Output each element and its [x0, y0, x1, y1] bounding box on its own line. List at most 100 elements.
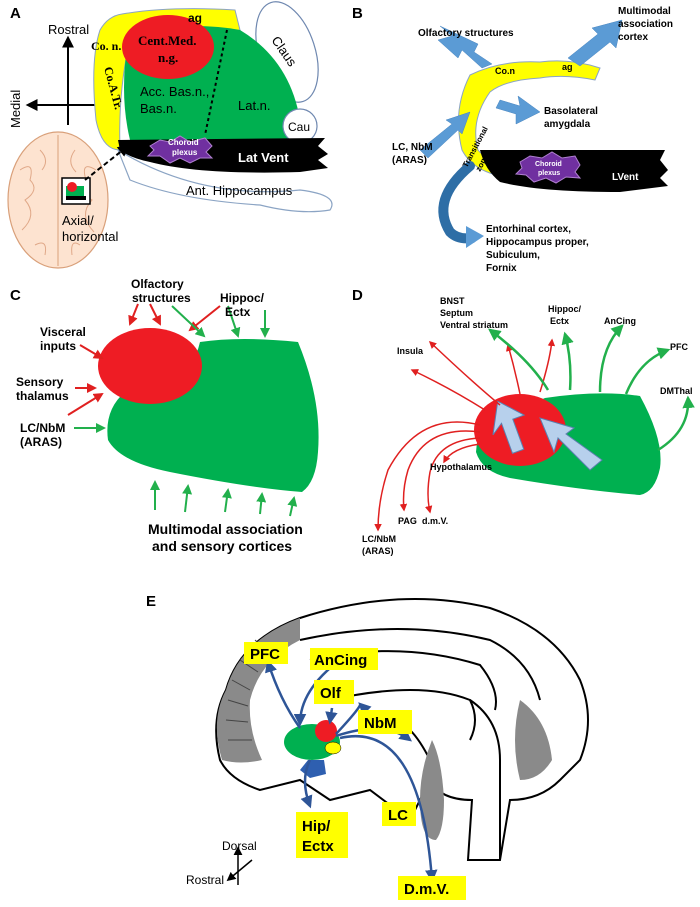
multimodal-label-3: cortex — [618, 32, 648, 43]
hippoc-c-2: Ectx — [225, 305, 251, 319]
pfc-e-label: PFC — [250, 646, 280, 663]
lat-n-label: Lat.n. — [238, 98, 271, 113]
lvent-label: LVent — [612, 172, 639, 183]
axial-label-1: Axial/ — [62, 213, 94, 228]
panel-label-b: B — [352, 5, 363, 22]
dorsal-label: Dorsal — [222, 839, 257, 853]
hip-e-label-1: Hip/ — [302, 818, 331, 835]
cerebellum-shading — [515, 700, 552, 780]
hippoc-d-1: Hippoc/ — [548, 304, 581, 314]
sensory-c-1: Sensory — [16, 375, 64, 389]
acc-bas-label-1: Acc. Bas.n., — [140, 84, 209, 99]
arrow-olf-to-cm — [128, 303, 139, 326]
hippoc-c-1: Hippoc/ — [220, 291, 265, 305]
pfc-d-label: PFC — [670, 342, 689, 352]
bnst-label: BNST — [440, 296, 465, 306]
rostral-label: Rostral — [48, 22, 89, 37]
acc-bas-label-2: Bas.n. — [140, 101, 177, 116]
multimodal-c-2: and sensory cortices — [152, 538, 292, 554]
cortical-nuclei — [93, 8, 241, 151]
arrow-bl-to-hippoc — [561, 331, 574, 391]
olfactory-label: Olfactory structures — [418, 28, 514, 39]
panel-b: B Olfactory structures Multimodal associ… — [352, 5, 673, 274]
choroid-label-1: Choroid — [168, 138, 199, 147]
arrow-to-hippoc — [539, 338, 556, 393]
panel-d: D BNST Septum Ventral striatum Hi — [352, 287, 695, 556]
lc-c-1: LC/NbM — [20, 421, 65, 435]
central-medial-c — [98, 328, 202, 404]
multimodal-label-1: Multimodal — [618, 6, 671, 17]
visceral-c-1: Visceral — [40, 325, 86, 339]
arrow-to-nbm — [335, 702, 372, 735]
ancing-box — [310, 648, 378, 670]
dmthal-label: DMThal — [660, 386, 693, 396]
hypothalamus-label: Hypothalamus — [430, 462, 492, 472]
ventral-striatum-label: Ventral striatum — [440, 320, 508, 330]
cent-med-label-2: n.g. — [158, 50, 178, 65]
arrow-from-lc — [419, 111, 471, 159]
panel-label-a: A — [10, 5, 21, 22]
choroid-b-label-1: Choroid — [535, 161, 562, 168]
arrow-to-basolateral — [495, 95, 541, 125]
cent-med-label-1: Cent.Med. — [138, 33, 197, 48]
lat-vent-label: Lat Vent — [238, 150, 289, 165]
co-n-label: Co. n. — [91, 39, 121, 53]
rostral-axis-e — [226, 859, 253, 882]
arrow-to-entorhinal — [466, 226, 484, 248]
insula-label: Insula — [397, 346, 424, 356]
axial-label-2: horizontal — [62, 229, 118, 244]
ag-label: ag — [188, 11, 202, 25]
arrow-to-insula — [410, 369, 486, 411]
septum-label: Septum — [440, 308, 473, 318]
ant-hippo-label: Ant. Hippocampus — [186, 183, 293, 198]
ento-label-1: Entorhinal cortex, — [486, 224, 571, 235]
lc-d-1: LC/NbM — [362, 534, 396, 544]
lc-label-2: (ARAS) — [392, 155, 427, 166]
choroid-plexus-b — [514, 151, 582, 184]
arrow-to-olfactory — [437, 25, 493, 69]
arrow-to-hip-e — [300, 759, 313, 809]
choroid-plexus — [146, 135, 214, 164]
input-arrow-d-2 — [539, 417, 603, 471]
basolateral-label-1: Basolateral — [544, 106, 598, 117]
lc-label-1: LC, NbM — [392, 142, 433, 153]
panel-label-e: E — [146, 593, 156, 610]
panel-label-c: C — [10, 287, 21, 304]
olf-box — [314, 680, 354, 704]
choroid-b-label-2: plexus — [538, 170, 560, 177]
arrow-to-pag — [399, 430, 481, 512]
basolateral-c — [107, 339, 319, 492]
amygdala-red-e — [315, 720, 337, 742]
sensory-c-2: thalamus — [16, 389, 69, 403]
amygdala-yellow-e — [324, 741, 342, 755]
hip-e-label-2: Ectx — [302, 838, 334, 855]
brain-sagittal-outline — [215, 598, 589, 861]
basolateral-label-2: amygdala — [544, 119, 591, 130]
rostral-e-label: Rostral — [186, 873, 224, 887]
ancing-e-label: AnCing — [314, 652, 367, 669]
cortical-band — [457, 60, 601, 179]
lc-e-label: LC — [388, 807, 408, 824]
olf-e-label: Olf — [320, 685, 342, 702]
nbm-e-label: NbM — [364, 715, 397, 732]
olfactory-c-1: Olfactory — [131, 277, 184, 291]
hippocampus-outline — [116, 148, 333, 213]
co-n-label-b: Co.n — [495, 66, 515, 76]
arrow-lc-to-cm — [67, 392, 104, 416]
ancing-d-label: AnCing — [604, 316, 636, 326]
hippoc-d-2: Ectx — [550, 316, 569, 326]
arrow-visceral-to-cm — [79, 344, 104, 360]
frontal-cortex-shading — [216, 618, 300, 763]
arrow-olf-to-amyg — [325, 707, 338, 725]
arrow-to-multimodal — [567, 19, 623, 67]
pag-label: PAG — [398, 516, 417, 526]
arrow-to-hypothalamus — [443, 443, 481, 464]
ento-label-2: Hippocampus proper, — [486, 237, 589, 248]
panel-e: E — [146, 593, 589, 900]
arrow-olf-to-bl — [171, 305, 206, 338]
central-medial-nuclei — [122, 15, 214, 79]
dmv-box — [398, 876, 466, 900]
panel-a: A Rostral Medial Claus ag Co. n. Cent.Me… — [7, 1, 333, 269]
lc-box — [382, 802, 416, 826]
arrow-to-lc — [374, 421, 481, 532]
